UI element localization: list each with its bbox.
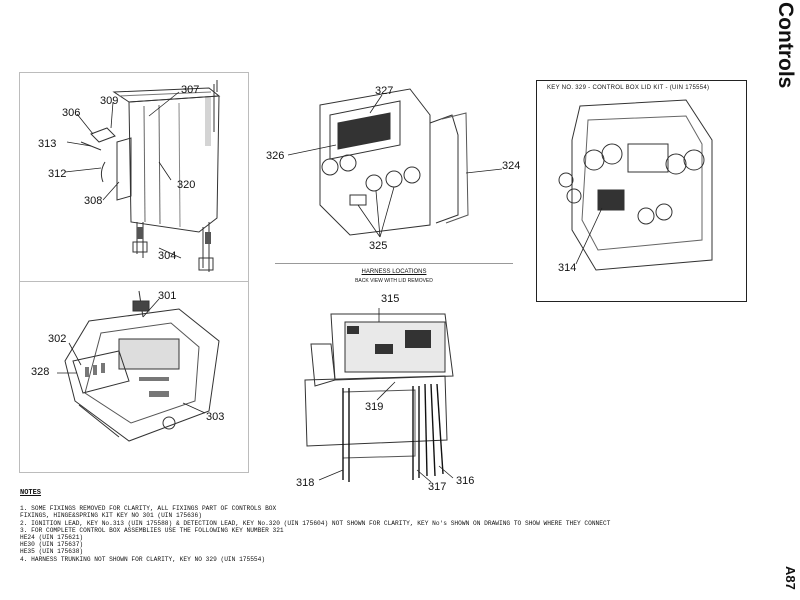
callout-315: 315	[381, 293, 400, 305]
notes-heading: NOTES	[20, 489, 42, 497]
callout-314: 314	[558, 262, 577, 274]
callout-304: 304	[158, 250, 177, 262]
note-line: FIXINGS, HINGE&SPRING KIT KEY NO 301 (UI…	[20, 512, 202, 520]
heat-exchanger-panel	[19, 72, 249, 283]
callout-328: 328	[31, 366, 50, 378]
callout-302: 302	[48, 333, 67, 345]
control-box-lid-drawing	[287, 88, 503, 238]
callout-318: 318	[296, 477, 315, 489]
callout-327: 327	[375, 85, 394, 97]
callout-319: 319	[365, 401, 384, 413]
callout-306: 306	[62, 107, 81, 119]
callout-301: 301	[158, 290, 177, 302]
callout-324: 324	[502, 160, 521, 172]
control-box-pcb-drawing	[57, 290, 220, 442]
harness-subtitle: BACK VIEW WITH LID REMOVED	[355, 278, 433, 284]
callout-312: 312	[48, 168, 67, 180]
callout-320: 320	[177, 179, 196, 191]
section-title: Controls	[774, 2, 797, 89]
note-line: 1. SOME FIXINGS REMOVED FOR CLARITY, ALL…	[20, 505, 277, 513]
heat-exchanger-drawing	[64, 80, 221, 272]
notes-block: NOTES 1. SOME FIXINGS REMOVED FOR CLARIT…	[20, 489, 611, 563]
callout-308: 308	[84, 195, 103, 207]
note-line: HE35 (UIN 175638)	[20, 548, 84, 556]
note-line: 3. FOR COMPLETE CONTROL BOX ASSEMBLIES U…	[20, 526, 284, 534]
callout-325: 325	[369, 240, 388, 252]
note-line: 2. IGNITION LEAD, KEY No.313 (UIN 175588…	[20, 519, 611, 527]
callout-303: 303	[206, 411, 225, 423]
kit-panel-title: KEY NO. 329 - CONTROL BOX LID KIT - (UIN…	[547, 85, 710, 91]
harness-back-view-drawing	[304, 308, 454, 483]
harness-divider	[275, 263, 513, 264]
callout-317: 317	[428, 481, 447, 493]
callout-316: 316	[456, 475, 475, 487]
control-box-panel	[19, 281, 249, 473]
callout-309: 309	[100, 95, 119, 107]
callout-326: 326	[266, 150, 285, 162]
note-line: 4. HARNESS TRUNKING NOT SHOWN FOR CLARIT…	[20, 555, 266, 563]
harness-title: HARNESS LOCATIONS	[361, 269, 427, 275]
callout-307: 307	[181, 84, 200, 96]
lid-kit-drawing	[558, 99, 713, 271]
callout-313: 313	[38, 138, 57, 150]
note-line: HE30 (UIN 175637)	[20, 541, 84, 549]
note-line: HE24 (UIN 175621)	[20, 534, 84, 542]
page-number: A87	[783, 566, 798, 590]
